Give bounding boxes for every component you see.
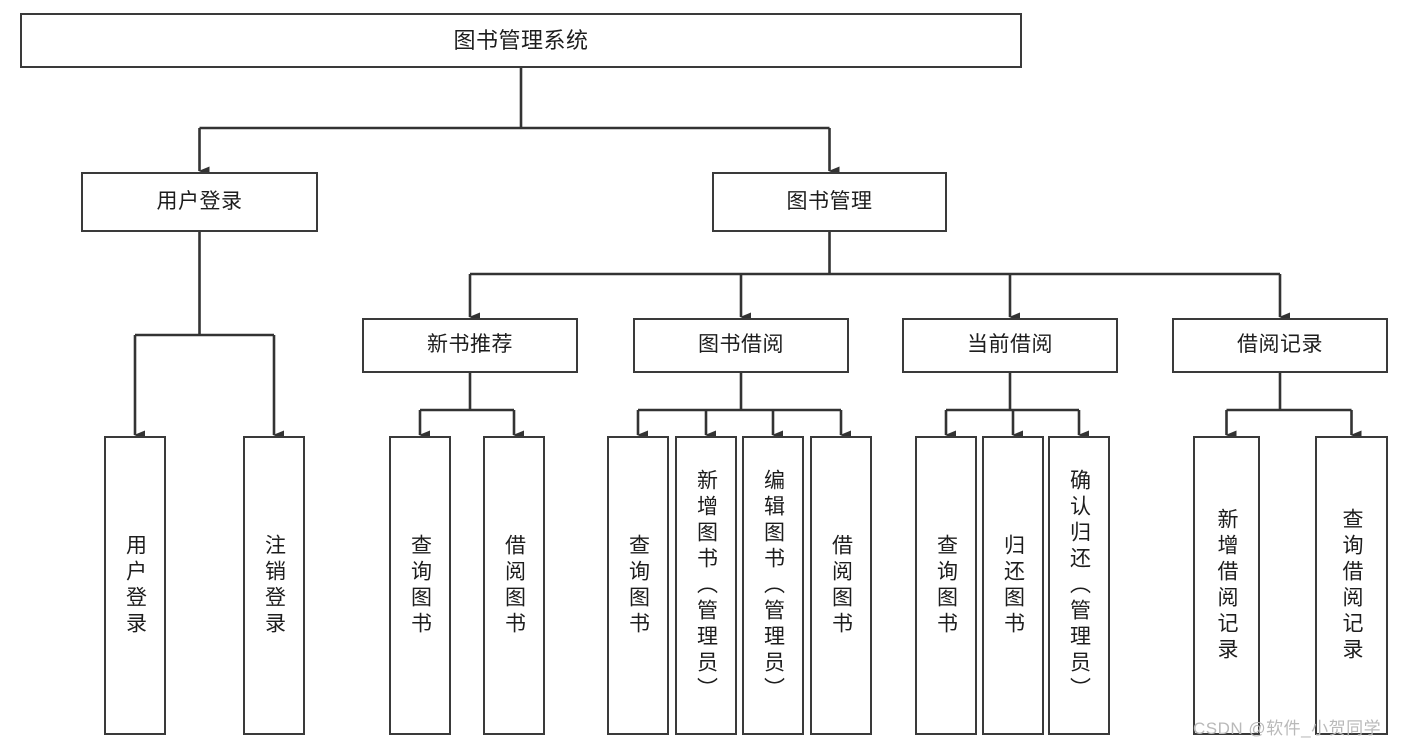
node-current-borrow[interactable]: 当前借阅 xyxy=(902,318,1118,373)
edge-group xyxy=(133,68,1362,440)
leaf-return-book-label: 归还图书 xyxy=(1001,533,1025,638)
node-user-login-label: 用户登录 xyxy=(156,189,243,213)
leaf-borrow-book-2-label: 借阅图书 xyxy=(829,533,853,638)
node-book-borrow[interactable]: 图书借阅 xyxy=(633,318,849,373)
leaf-borrow-book-1-label: 借阅图书 xyxy=(502,533,526,638)
leaf-edit-book-label: 编辑图书（管理员） xyxy=(761,468,785,703)
leaf-add-book-label: 新增图书（管理员） xyxy=(694,468,718,703)
node-user-login[interactable]: 用户登录 xyxy=(81,172,318,232)
leaf-add-record-label: 新增借阅记录 xyxy=(1215,507,1238,664)
leaf-user-login[interactable]: 用户登录 xyxy=(104,436,166,735)
leaf-query-book-2[interactable]: 查询图书 xyxy=(607,436,669,735)
node-root[interactable]: 图书管理系统 xyxy=(20,13,1022,68)
leaf-borrow-book-2[interactable]: 借阅图书 xyxy=(810,436,872,735)
node-borrow-record-label: 借阅记录 xyxy=(1237,333,1323,357)
leaf-add-record[interactable]: 新增借阅记录 xyxy=(1193,436,1260,735)
node-borrow-record[interactable]: 借阅记录 xyxy=(1172,318,1388,373)
leaf-query-book-3-label: 查询图书 xyxy=(934,533,958,638)
node-root-label: 图书管理系统 xyxy=(453,27,589,53)
leaf-confirm-return-label: 确认归还（管理员） xyxy=(1067,468,1091,703)
node-new-book-recommend[interactable]: 新书推荐 xyxy=(362,318,578,373)
leaf-confirm-return[interactable]: 确认归还（管理员） xyxy=(1048,436,1110,735)
node-book-borrow-label: 图书借阅 xyxy=(698,333,784,357)
leaf-query-book-3[interactable]: 查询图书 xyxy=(915,436,977,735)
leaf-edit-book[interactable]: 编辑图书（管理员） xyxy=(742,436,804,735)
leaf-borrow-book-1[interactable]: 借阅图书 xyxy=(483,436,545,735)
leaf-add-book[interactable]: 新增图书（管理员） xyxy=(675,436,737,735)
node-book-manage-label: 图书管理 xyxy=(786,189,873,213)
leaf-query-book-2-label: 查询图书 xyxy=(626,533,650,638)
leaf-logout-label: 注销登录 xyxy=(262,533,286,638)
leaf-query-record-label: 查询借阅记录 xyxy=(1340,507,1363,664)
node-current-borrow-label: 当前借阅 xyxy=(967,333,1053,357)
node-book-manage[interactable]: 图书管理 xyxy=(712,172,947,232)
leaf-query-record[interactable]: 查询借阅记录 xyxy=(1315,436,1388,735)
leaf-query-book-1[interactable]: 查询图书 xyxy=(389,436,451,735)
node-new-book-recommend-label: 新书推荐 xyxy=(427,333,513,357)
leaf-logout[interactable]: 注销登录 xyxy=(243,436,305,735)
leaf-user-login-label: 用户登录 xyxy=(123,533,147,638)
leaf-return-book[interactable]: 归还图书 xyxy=(982,436,1044,735)
leaf-query-book-1-label: 查询图书 xyxy=(408,533,432,638)
